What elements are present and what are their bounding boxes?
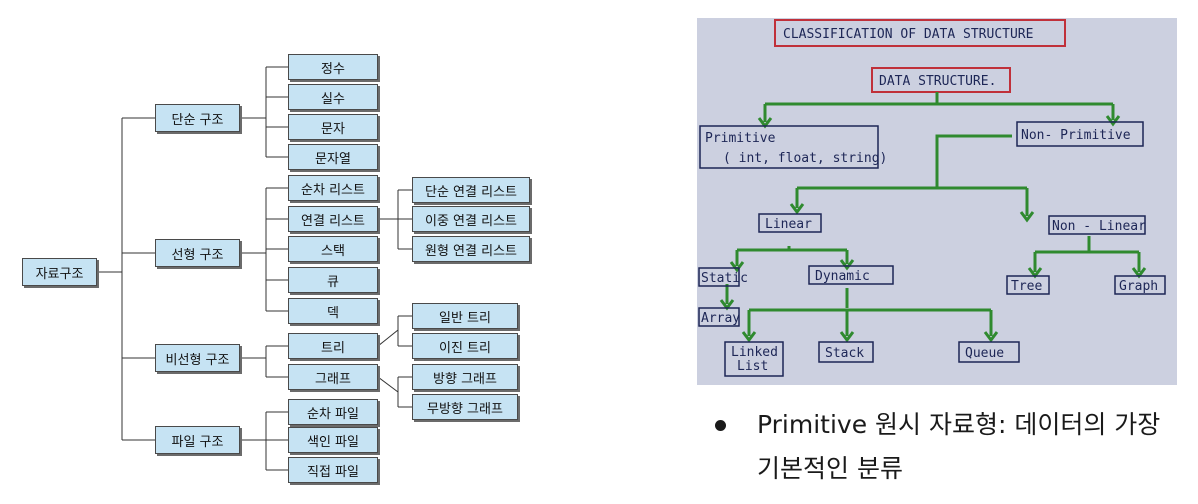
- title-box: [774, 19, 1066, 47]
- node-deque: 덱: [288, 298, 378, 324]
- node-file: 파일 구조: [155, 426, 240, 454]
- node-stack: 스택: [288, 236, 378, 262]
- node-tree: 트리: [288, 333, 378, 359]
- photo-root: DATA STRUCTURE.: [879, 74, 996, 89]
- node-doubly-linked: 이중 연결 리스트: [412, 206, 530, 232]
- root-box: [871, 67, 1011, 93]
- node-simple: 단순 구조: [155, 104, 240, 132]
- photo-title: CLASSIFICATION OF DATA STRUCTURE: [783, 27, 1033, 42]
- node-sequential-file: 순차 파일: [288, 399, 378, 425]
- node-linked-list: 연결 리스트: [288, 206, 378, 232]
- label-queue: Queue: [965, 346, 1004, 361]
- node-directed-graph: 방향 그래프: [412, 364, 518, 390]
- bullet-text: Primitive 원시 자료형: 데이터의 가장 기본적인 분류: [757, 410, 1161, 483]
- node-char: 문자: [288, 114, 378, 140]
- node-singly-linked: 단순 연결 리스트: [412, 177, 530, 203]
- tree-connectors: [97, 66, 412, 471]
- node-root: 자료구조: [22, 258, 97, 286]
- label-stack: Stack: [825, 346, 864, 361]
- node-indexed-file: 색인 파일: [288, 427, 378, 453]
- node-linear: 선형 구조: [155, 239, 240, 267]
- label-tree: Tree: [1011, 279, 1042, 294]
- node-integer: 정수: [288, 54, 378, 80]
- handwritten-diagram-photo: CLASSIFICATION OF DATA STRUCTURE DATA ST…: [697, 18, 1177, 385]
- label-static: Static: [701, 271, 748, 286]
- label-non-primitive: Non- Primitive: [1021, 128, 1131, 143]
- green-arrows: [719, 92, 1147, 343]
- label-array: Array: [701, 311, 740, 326]
- handwritten-diagram-svg: CLASSIFICATION OF DATA STRUCTURE DATA ST…: [698, 19, 1166, 377]
- label-linked: Linked: [731, 345, 778, 360]
- node-real: 실수: [288, 84, 378, 110]
- label-linear: Linear: [765, 217, 812, 232]
- node-graph: 그래프: [288, 364, 378, 390]
- label-dynamic: Dynamic: [815, 269, 870, 284]
- node-binary-tree: 이진 트리: [412, 333, 518, 359]
- handwritten-boxes: [698, 121, 1166, 377]
- node-general-tree: 일반 트리: [412, 303, 518, 329]
- label-non-linear: Non - Linear: [1052, 219, 1146, 234]
- node-circular-linked: 원형 연결 리스트: [412, 236, 530, 262]
- node-undirected-graph: 무방향 그래프: [412, 394, 518, 420]
- node-queue: 큐: [288, 267, 378, 293]
- node-sequential-list: 순차 리스트: [288, 175, 378, 201]
- bullet-dot-icon: [715, 420, 726, 431]
- label-primitive-types: ( int, float, string): [723, 151, 887, 166]
- label-graph: Graph: [1119, 279, 1158, 294]
- korean-data-structure-tree: 자료구조 단순 구조 선형 구조 비선형 구조 파일 구조 정수 실수 문자 문…: [22, 54, 530, 483]
- label-primitive: Primitive: [705, 131, 776, 146]
- node-direct-file: 직접 파일: [288, 457, 378, 483]
- label-list: List: [737, 359, 768, 374]
- node-string: 문자열: [288, 144, 378, 170]
- node-nonlinear: 비선형 구조: [155, 344, 240, 372]
